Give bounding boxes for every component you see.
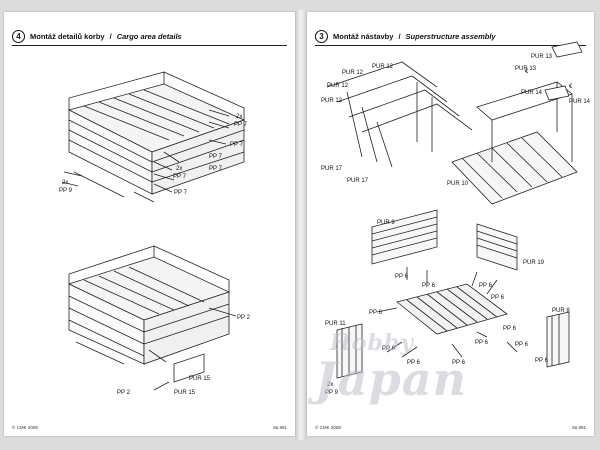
platform-floor (396, 283, 508, 335)
book-gutter (295, 10, 307, 440)
side-panel-pur19 (476, 223, 518, 271)
part-callout-label: PP 9 (325, 390, 339, 396)
step-number-badge: 3 (315, 29, 328, 43)
part-callout-label: PP 6 (382, 346, 396, 352)
part-callout-label: PUR 15 (174, 390, 196, 396)
left-page: 4 Montáž detailů korby / Cargo area deta… (4, 12, 295, 436)
right-page: 3 Montáž nástavby / Superstructure assem… (307, 12, 594, 436)
part-callout-label: PP 6 (407, 360, 421, 366)
part-callout-label: € (569, 84, 573, 90)
part-callout-label: PUR 12 (372, 64, 394, 70)
part-callout-label: PP 6 (475, 340, 489, 346)
part-pur13 (551, 41, 583, 58)
cargo-box-exploded (67, 71, 246, 203)
part-callout-label: PP 2 (237, 315, 251, 321)
part-callout-label: PUR 13 (515, 66, 537, 72)
part-callout-label: PP 9 (59, 188, 73, 194)
footer-code: 8a 891 (572, 425, 586, 430)
footer-copyright: © CMK 2008 (12, 425, 38, 430)
part-callout-label: PP 6 (535, 358, 549, 364)
part-callout-label: PP 7 (173, 174, 187, 180)
cargo-box-assembled (67, 245, 231, 365)
step-header-left: 4 Montáž detailů korby / Cargo area deta… (12, 29, 287, 43)
step-header-right: 3 Montáž nástavby / Superstructure assem… (315, 29, 586, 43)
end-panel-pur8 (546, 311, 570, 368)
step-title-cz: Montáž detailů korby (30, 31, 105, 41)
part-callout-label: PUR 13 (531, 54, 553, 60)
part-callout-label: PUR 12 (342, 70, 364, 76)
part-callout-label: PP 7 (174, 190, 188, 196)
part-callout-label: 2x (62, 180, 68, 186)
part-callout-label: PP 7 (234, 122, 248, 128)
part-callout-label: PP 6 (422, 283, 436, 289)
part-callout-label: PUR 14 (569, 99, 591, 105)
part-callout-label: PUR 17 (321, 166, 343, 172)
footer-copyright: © CMK 2008 (315, 425, 341, 430)
part-callout-label: PP 7 (230, 142, 244, 148)
part-callout-label: 2x (236, 114, 242, 120)
part-callout-label: PP 6 (452, 360, 466, 366)
part-callout-label: 2x (327, 382, 333, 388)
step-number-badge: 4 (12, 29, 25, 43)
header-rule (12, 45, 287, 46)
step-title-en: Cargo area details (116, 31, 182, 41)
roof-bows (326, 61, 473, 168)
part-callout-label: PUR 12 (327, 83, 349, 89)
part-callout-label: PUR 8 (552, 308, 570, 314)
footer-code: 8a 891 (273, 425, 287, 430)
part-callout-label: PUR 9 (377, 220, 395, 226)
part-callout-label: PUR 11 (325, 321, 346, 327)
header-rule (315, 45, 586, 46)
step-title-en: Superstructure assembly (405, 31, 496, 41)
part-callout-label: PUR 10 (447, 181, 469, 187)
watermark-hobby: Hobby (330, 330, 415, 356)
floor-frame-pur10 (451, 81, 578, 205)
part-callout-label: € (525, 69, 529, 75)
part-callout-label: PP 7 (209, 154, 223, 160)
part-pur14 (544, 85, 570, 101)
panel-pur15 (173, 353, 205, 383)
part-callout-label: PP 6 (395, 274, 409, 280)
cargo-area-diagram: 2x PP 7 PP 7 PP 7 2x PP 7 PP 7 PP 7 2x P… (59, 71, 251, 396)
part-callout-label: PP 6 (491, 295, 505, 301)
part-callout-label: PUR 19 (523, 260, 545, 266)
side-panel-pur9 (371, 209, 438, 265)
part-callout-label: 2x (176, 166, 182, 172)
part-callout-label: PUR 17 (347, 178, 369, 184)
superstructure-diagram: PUR 12 PUR 12 PUR 12 PUR 12 PUR 13 PUR 1… (321, 41, 591, 396)
part-callout-label: PUR 14 (521, 90, 543, 96)
part-callout-label: PP 6 (515, 342, 529, 348)
step-title-cz: Montáž nástavby (333, 31, 394, 41)
part-callout-label: PP 6 (369, 310, 383, 316)
part-callout-label: PP 6 (479, 283, 493, 289)
part-callout-label: PP 2 (117, 390, 131, 396)
watermark-japan: Japan (315, 352, 467, 406)
part-callout-label: PUR 12 (321, 98, 343, 104)
part-callout-label: PP 6 (503, 326, 517, 332)
part-callout-label: PUR 15 (189, 376, 211, 382)
part-callout-label: PP 7 (209, 166, 223, 172)
